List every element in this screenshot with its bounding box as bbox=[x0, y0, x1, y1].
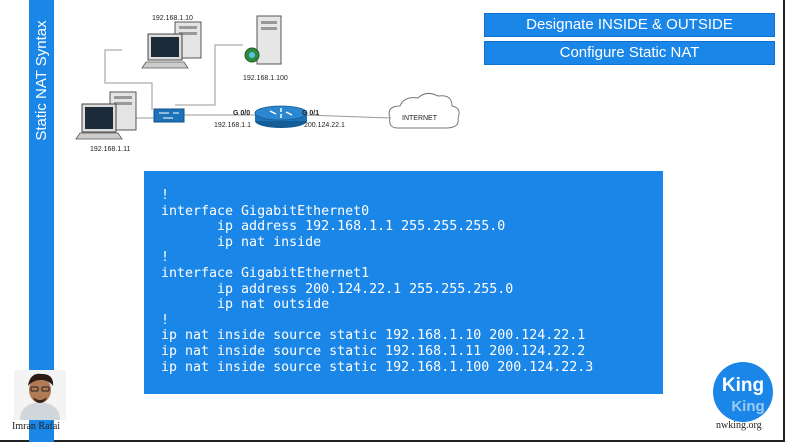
header-designate-box: Designate INSIDE & OUTSIDE bbox=[484, 13, 775, 37]
pc2-icon bbox=[75, 91, 137, 140]
link-server-switch bbox=[175, 44, 243, 106]
presenter-name: Imran Rafai bbox=[12, 421, 61, 432]
code-line: ip nat inside bbox=[161, 234, 322, 250]
server-ip-label: 192.168.1.100 bbox=[243, 75, 288, 82]
header-configure-box: Configure Static NAT bbox=[484, 41, 775, 65]
config-code-block: ! interface GigabitEthernet0 ip address … bbox=[144, 171, 663, 394]
logo-word-1: King bbox=[722, 375, 764, 396]
site-url: nwking.org bbox=[716, 420, 762, 431]
link-pc1-switch bbox=[104, 49, 153, 110]
code-line: ip nat outside bbox=[161, 297, 330, 313]
code-line: ! bbox=[161, 250, 170, 266]
pc2-ip-label: 192.168.1.11 bbox=[90, 146, 131, 153]
g00-label: G 0/0 bbox=[233, 110, 251, 117]
internet-label: INTERNET bbox=[402, 115, 437, 122]
network-diagram-svg bbox=[75, 15, 460, 140]
code-line: ip nat inside source static 192.168.1.10… bbox=[161, 328, 586, 344]
code-line: ip address 200.124.22.1 255.255.255.0 bbox=[161, 281, 514, 297]
code-line: ip nat inside source static 192.168.1.11… bbox=[161, 343, 586, 359]
sidebar: Static NAT Syntax bbox=[29, 0, 54, 442]
router-outside-ip-label: 200.124.22.1 bbox=[304, 122, 345, 129]
code-line: interface GigabitEthernet1 bbox=[161, 265, 370, 281]
server-icon bbox=[244, 15, 282, 65]
code-line: ! bbox=[161, 188, 170, 203]
nwking-logo: King King bbox=[712, 361, 774, 423]
router-inside-ip-label: 192.168.1.1 bbox=[214, 122, 251, 129]
code-line: ip address 192.168.1.1 255.255.255.0 bbox=[161, 219, 506, 235]
presenter-avatar bbox=[14, 370, 66, 420]
switch-icon bbox=[153, 108, 185, 123]
internet-cloud-icon bbox=[388, 92, 460, 129]
code-line: interface GigabitEthernet0 bbox=[161, 203, 370, 219]
pc1-icon bbox=[141, 21, 202, 69]
code-line: ip nat inside source static 192.168.1.10… bbox=[161, 359, 594, 375]
network-diagram: 192.168.1.10 192.168.1.100 192.168.1.11 … bbox=[60, 0, 480, 170]
link-router-internet bbox=[305, 114, 391, 119]
pc1-ip-label: 192.168.1.10 bbox=[152, 15, 193, 22]
code-line: ! bbox=[161, 312, 170, 328]
sidebar-title: Static NAT Syntax bbox=[33, 20, 50, 141]
logo-word-2: King bbox=[731, 398, 764, 415]
g01-label: G 0/1 bbox=[302, 110, 320, 117]
router-icon bbox=[254, 105, 308, 128]
